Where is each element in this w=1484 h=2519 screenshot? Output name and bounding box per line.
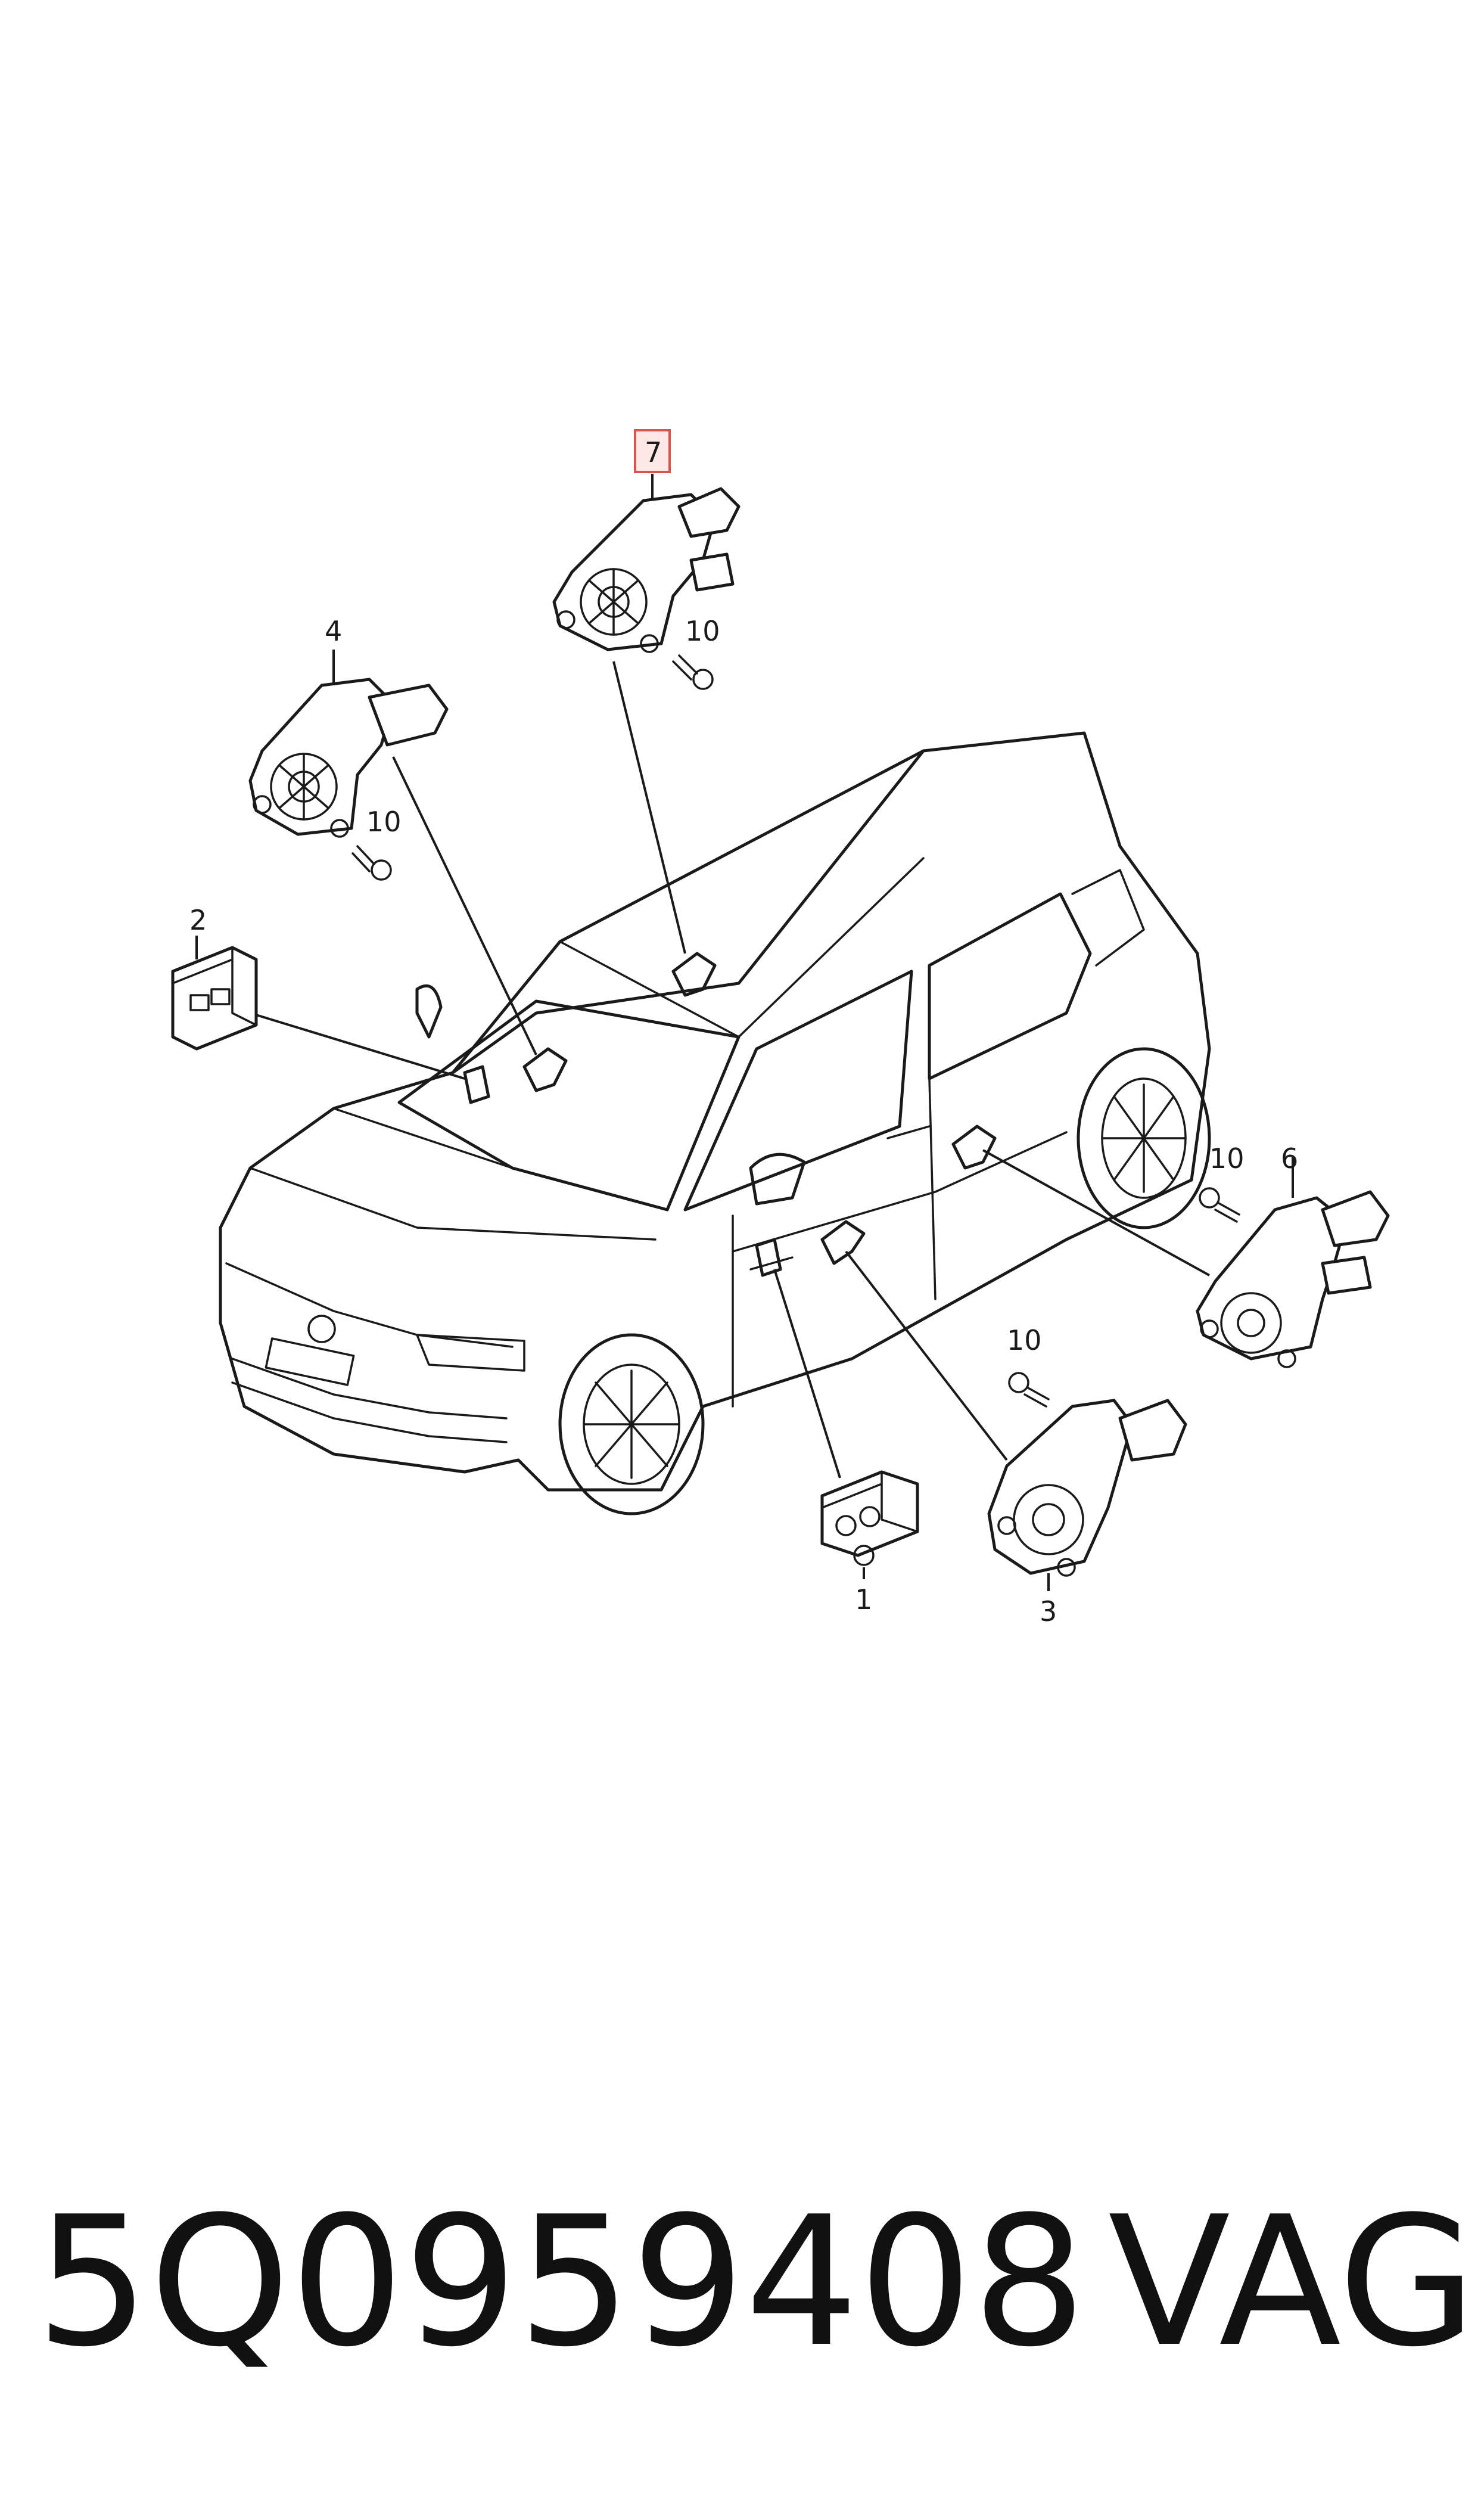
callout-10-bottom[interactable]: 10	[1007, 1324, 1042, 1356]
callout-3[interactable]: 3	[1040, 1595, 1057, 1627]
callout-10-right[interactable]: 10	[1209, 1142, 1245, 1175]
callout-ticks	[195, 474, 1294, 1591]
window-regulator-motor-3[interactable]	[987, 1399, 1187, 1577]
install-outline-front-right	[522, 1047, 568, 1092]
screw-10-top	[672, 654, 714, 690]
control-module-2[interactable]	[171, 946, 258, 1051]
car-illustration	[219, 731, 1211, 1515]
callout-7-highlight	[634, 429, 671, 473]
window-regulator-motor-7[interactable]	[552, 487, 741, 653]
window-regulator-motor-4[interactable]	[248, 678, 449, 838]
leader-lines	[250, 661, 1210, 1479]
install-outline-rear-right	[671, 952, 717, 997]
screw-10-right	[1199, 1187, 1240, 1223]
callout-4[interactable]: 4	[325, 615, 342, 647]
control-module-1[interactable]	[820, 1470, 919, 1566]
callout-2[interactable]: 2	[189, 904, 207, 936]
callout-10-top[interactable]: 10	[685, 615, 720, 647]
screw-10-bottom	[1008, 1372, 1050, 1408]
screw-10-left	[351, 845, 392, 881]
callout-1[interactable]: 1	[855, 1583, 872, 1616]
callout-10-left[interactable]: 10	[366, 806, 402, 838]
install-outline-module-front	[755, 1238, 782, 1277]
callout-7[interactable]: 7	[645, 436, 662, 468]
part-number-caption: 5Q0959408	[36, 2178, 1087, 2386]
callout-6[interactable]: 6	[1281, 1142, 1298, 1175]
brand-caption: VAG	[1108, 2178, 1477, 2386]
install-outline-front-left	[820, 1220, 866, 1265]
install-outline-rear-left	[951, 1125, 997, 1170]
window-regulator-motor-6[interactable]	[1196, 1190, 1390, 1368]
install-outline-module-rear	[463, 1065, 490, 1104]
